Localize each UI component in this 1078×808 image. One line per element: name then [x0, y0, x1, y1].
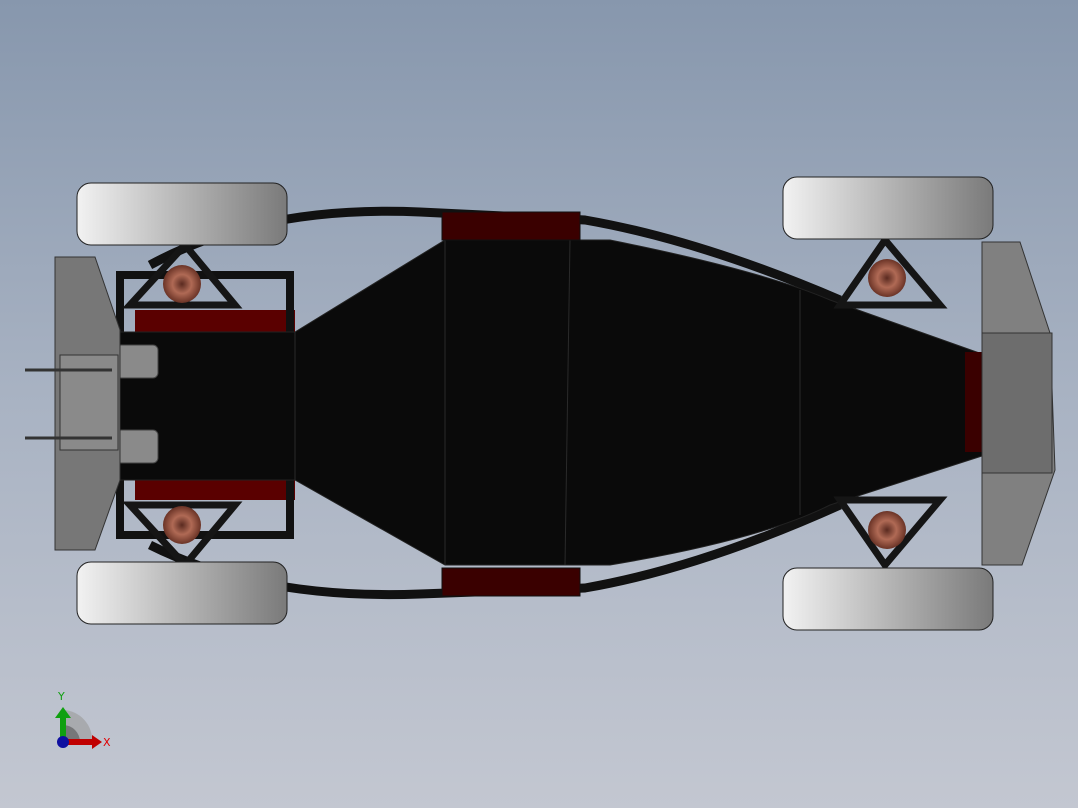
spring-front-bottom: [868, 511, 906, 549]
x-axis-arrow: [63, 739, 93, 745]
x-axis-label: X: [103, 736, 111, 749]
side-pod-bottom: [441, 567, 581, 597]
side-panel: [135, 478, 295, 500]
spring-front-top: [868, 259, 906, 297]
tire-front-left: [782, 176, 994, 240]
reference-triad: Y X: [55, 690, 111, 749]
y-axis-arrow: [60, 716, 66, 742]
suspension-arms: [122, 234, 948, 571]
side-pod-top: [441, 211, 581, 241]
tire-front-right: [782, 567, 994, 631]
spring-rear-bottom: [163, 506, 201, 544]
y-axis-label: Y: [57, 690, 65, 703]
spring-rear-top: [163, 265, 201, 303]
tire-rear-left: [76, 182, 288, 246]
z-axis-marker: [57, 736, 69, 748]
side-panel: [135, 310, 295, 332]
tire-rear-right: [76, 561, 288, 625]
